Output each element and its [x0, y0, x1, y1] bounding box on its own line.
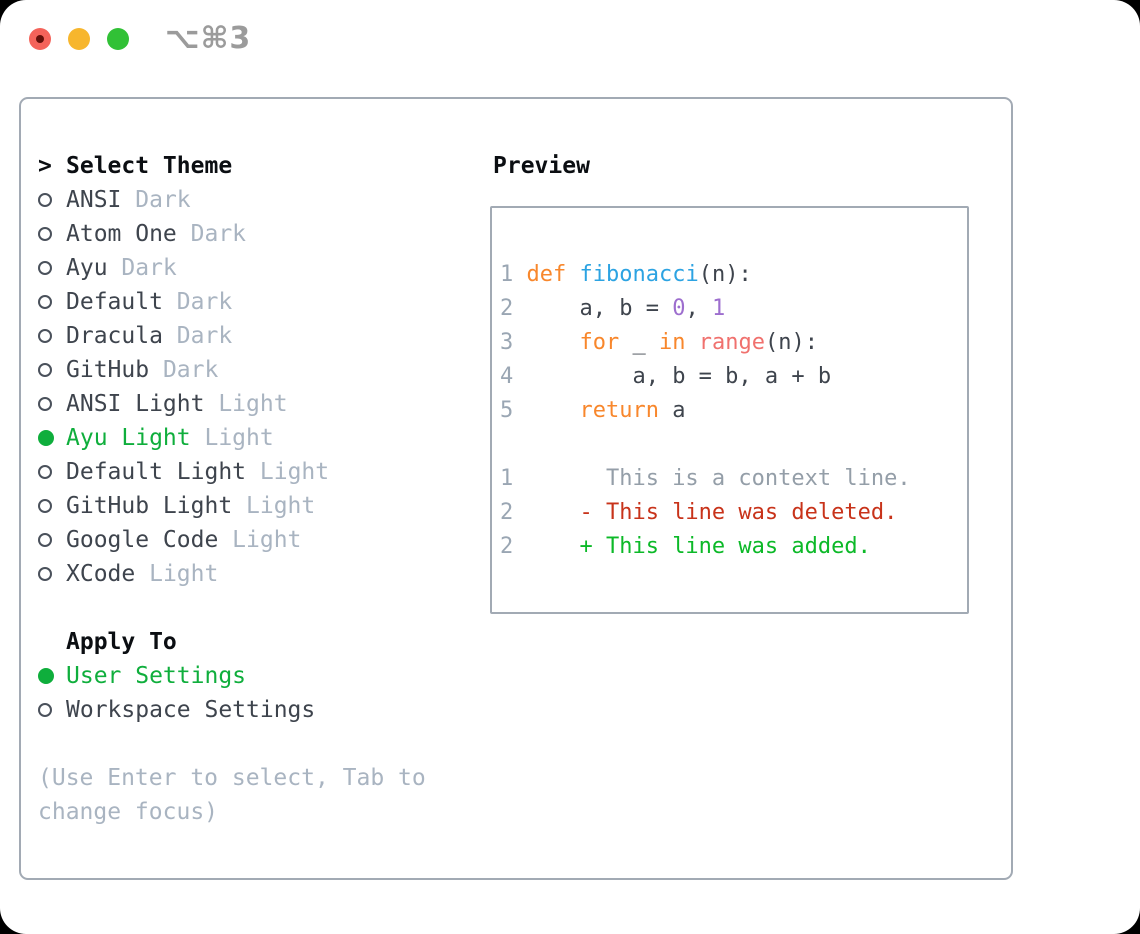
theme-option-google-code-light[interactable]: Google Code Light — [38, 523, 490, 557]
apply-to-section: Apply To User Settings Workspace Setting… — [38, 625, 490, 727]
theme-option-default-light[interactable]: Default Light Light — [38, 455, 490, 489]
code-line: 1 def fibonacci(n): — [500, 262, 752, 287]
preview-code: 1 def fibonacci(n): 2 a, b = 0, 1 3 for _ … — [500, 258, 959, 564]
code-line: 2 - This line was deleted. — [500, 500, 898, 525]
preview-column: Preview 1 def fibonacci(n): 2 a, b = 0, 1… — [490, 149, 1011, 878]
radio-icon — [38, 397, 52, 411]
help-text: (Use Enter to select, Tab to change focu… — [38, 765, 426, 825]
select-theme-header: > Select Theme — [38, 149, 490, 183]
code-line: 1 This is a context line. — [500, 466, 911, 491]
radio-icon — [38, 193, 52, 207]
focus-caret-icon: > — [38, 153, 52, 179]
window-shortcut-label: ⌥⌘3 — [165, 21, 252, 56]
theme-option-ayu-dark[interactable]: Ayu Dark — [38, 251, 490, 285]
preview-box: 1 def fibonacci(n): 2 a, b = 0, 1 3 for _ … — [490, 206, 969, 614]
radio-icon — [38, 261, 52, 275]
apply-option-workspace-settings[interactable]: Workspace Settings — [38, 693, 490, 727]
select-theme-title: Select Theme — [66, 153, 233, 179]
radio-selected-icon — [38, 430, 54, 446]
radio-selected-icon — [38, 668, 54, 684]
traffic-lights — [29, 27, 129, 50]
theme-option-atom-one-dark[interactable]: Atom One Dark — [38, 217, 490, 251]
apply-to-header: Apply To — [38, 625, 490, 659]
radio-icon — [38, 533, 52, 547]
theme-selector-panel: > Select Theme ANSI Dark Atom One Dark A… — [19, 97, 1013, 880]
theme-option-xcode-light[interactable]: XCode Light — [38, 557, 490, 591]
theme-list-column: > Select Theme ANSI Dark Atom One Dark A… — [38, 149, 490, 878]
radio-icon — [38, 703, 52, 717]
radio-icon — [38, 363, 52, 377]
code-line: 3 for _ in range(n): — [500, 330, 818, 355]
minimize-button[interactable] — [68, 27, 90, 50]
apply-option-user-settings[interactable]: User Settings — [38, 659, 490, 693]
preview-title: Preview — [493, 153, 590, 179]
code-line: 5 return a — [500, 398, 686, 423]
radio-icon — [38, 295, 52, 309]
code-line: 2 a, b = 0, 1 — [500, 296, 726, 321]
code-line: 2 + This line was added. — [500, 534, 871, 559]
titlebar: ⌥⌘3 — [0, 0, 1140, 97]
code-line: 4 a, b = b, a + b — [500, 364, 832, 389]
theme-option-dracula-dark[interactable]: Dracula Dark — [38, 319, 490, 353]
radio-icon — [38, 499, 52, 513]
radio-icon — [38, 227, 52, 241]
theme-option-ansi-light[interactable]: ANSI Light Light — [38, 387, 490, 421]
theme-option-ayu-light[interactable]: Ayu Light Light — [38, 421, 490, 455]
theme-option-github-light[interactable]: GitHub Light Light — [38, 489, 490, 523]
theme-option-default-dark[interactable]: Default Dark — [38, 285, 490, 319]
radio-icon — [38, 567, 52, 581]
apply-to-title: Apply To — [66, 629, 177, 655]
radio-icon — [38, 465, 52, 479]
code-blank-line — [500, 428, 959, 462]
radio-icon — [38, 329, 52, 343]
zoom-button[interactable] — [107, 27, 129, 50]
theme-option-ansi-dark[interactable]: ANSI Dark — [38, 183, 490, 217]
theme-option-github-dark[interactable]: GitHub Dark — [38, 353, 490, 387]
close-button[interactable] — [29, 27, 51, 50]
